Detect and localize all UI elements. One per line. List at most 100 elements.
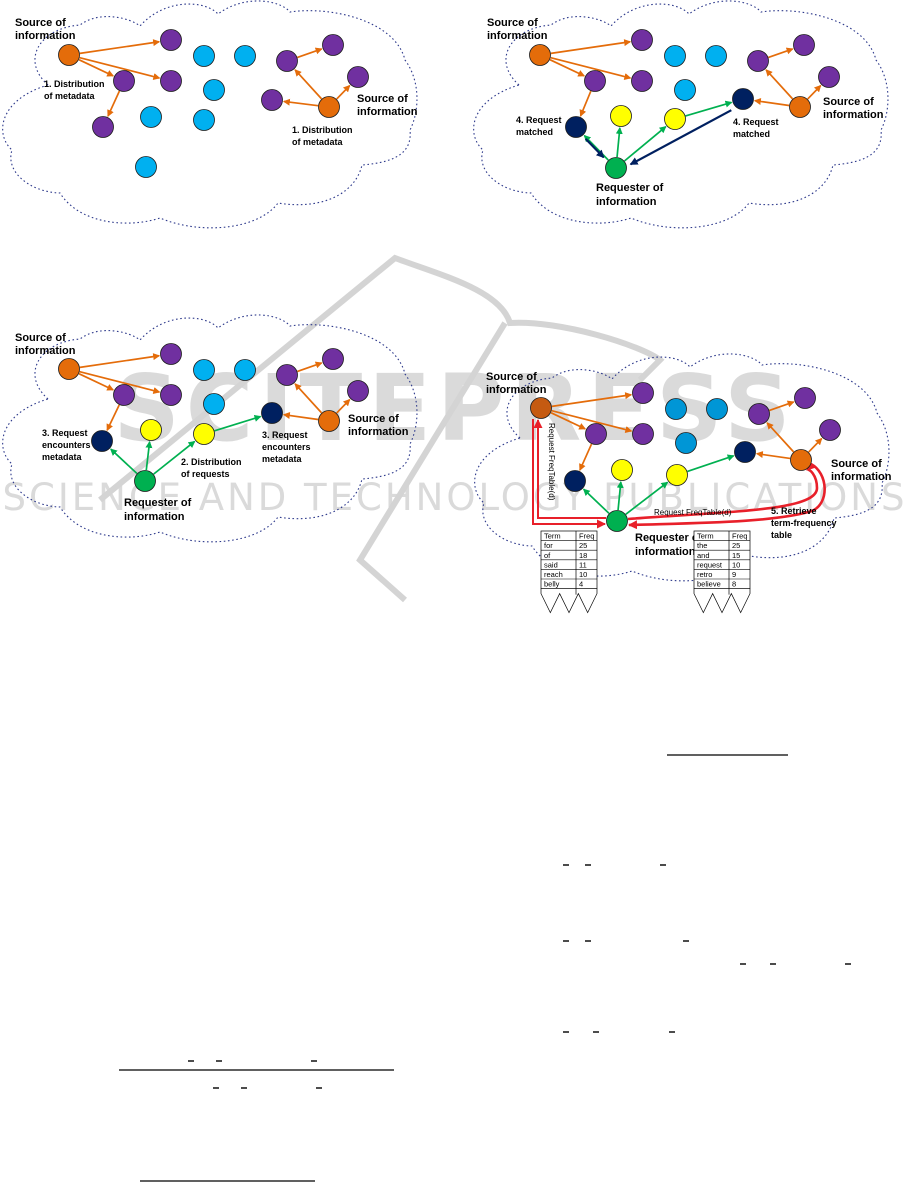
metadata-node <box>748 403 770 425</box>
metadata-arrow <box>755 451 791 460</box>
metadata-node <box>322 348 344 370</box>
table-cell-freq: 18 <box>579 551 587 560</box>
metadata-node <box>793 34 815 56</box>
table-cell-freq: 8 <box>732 580 736 589</box>
request-arrow <box>615 126 623 158</box>
source-label-line: Source of <box>823 96 874 108</box>
metadata-node <box>819 419 841 441</box>
requester-label-line: information <box>635 546 696 558</box>
request-arrow <box>214 414 262 432</box>
metadata-arrow <box>766 422 795 453</box>
table-cell-term: the <box>697 541 707 550</box>
step-label-line: term-frequency <box>771 518 837 528</box>
source-node <box>789 96 811 118</box>
source-label-line: Source of <box>15 17 66 29</box>
step-label: 3. Request encounters metadata <box>42 428 91 462</box>
source-label-line: Source of <box>357 93 408 105</box>
metadata-arrow <box>765 69 794 100</box>
request-freqtable-vertical-label: Request FreqTable(d) <box>547 423 556 501</box>
watermark-book-outline <box>98 254 665 503</box>
metadata-arrow <box>79 39 161 55</box>
requester-label-line: information <box>124 511 185 523</box>
metadata-arrow <box>297 47 323 59</box>
metadata-arrow <box>78 58 115 77</box>
metadata-arrow <box>78 372 115 391</box>
metadata-arrow <box>550 411 587 430</box>
metadata-arrow <box>768 47 794 59</box>
metadata-node <box>92 116 114 138</box>
requester-label-line: Requester of <box>124 497 192 509</box>
idle-node <box>675 432 697 454</box>
table-cell-term: for <box>544 541 553 550</box>
step-label-line: matched <box>516 127 553 137</box>
source-node <box>790 449 812 471</box>
table-header-freq: Freq <box>579 532 594 541</box>
metadata-arrow <box>807 84 822 100</box>
idle-node <box>665 398 687 420</box>
metadata-arrow <box>282 98 319 107</box>
metadata-node <box>347 66 369 88</box>
formula-fragments <box>119 754 851 1182</box>
table-cell-freq: 11 <box>579 560 587 569</box>
step-label-line: 5. Retrieve <box>771 506 817 516</box>
requester-label-line: information <box>596 196 657 208</box>
metadata-arrow <box>550 39 632 55</box>
table-cell-term: of <box>544 551 551 560</box>
table-header-freq: Freq <box>732 532 747 541</box>
metadata-arrow <box>107 90 121 117</box>
metadata-node <box>276 364 298 386</box>
table-cell-freq: 15 <box>732 551 740 560</box>
source-label-line: information <box>486 384 547 396</box>
request-arrow <box>582 488 610 515</box>
step-label-line: metadata <box>42 452 83 462</box>
idle-node <box>193 359 215 381</box>
metadata-node <box>113 70 135 92</box>
metadata-node <box>631 70 653 92</box>
table-cell-term: and <box>697 551 710 560</box>
table-torn-edge <box>540 588 598 614</box>
request-arrow <box>153 440 196 475</box>
table-cell-freq: 9 <box>732 570 736 579</box>
step-label-line: 3. Request <box>42 428 88 438</box>
step-label-line: 2. Distribution <box>181 457 242 467</box>
source-label-line: Source of <box>831 458 882 470</box>
metadata-arrow <box>579 443 593 471</box>
idle-node <box>674 79 696 101</box>
metadata-arrow <box>106 404 121 432</box>
requester-node <box>605 157 627 179</box>
request-arrow <box>687 454 735 473</box>
request-node <box>666 464 688 486</box>
source-label-line: Source of <box>487 17 538 29</box>
metadata-arrow <box>282 412 319 421</box>
step-label-line: encounters <box>42 440 91 450</box>
requester-label: Requester of information <box>124 497 192 523</box>
source-node <box>318 96 340 118</box>
metadata-node <box>160 29 182 51</box>
table-cell-freq: 10 <box>579 570 587 579</box>
table-cell-term: reach <box>544 570 563 579</box>
match-arrow <box>584 138 605 159</box>
request-arrow <box>625 481 669 515</box>
source-node <box>58 44 80 66</box>
step-label-line: 3. Request <box>262 430 308 440</box>
table-cell-term: believe <box>697 580 721 589</box>
idle-node <box>135 156 157 178</box>
request-arrow <box>583 134 609 161</box>
return-freqtable-arrow <box>628 462 826 530</box>
metadata-node <box>160 343 182 365</box>
metadata-arrow <box>551 392 633 408</box>
metadata-arrow <box>294 383 323 414</box>
metadata-arrow <box>79 56 161 80</box>
metadata-arrow <box>551 409 633 433</box>
